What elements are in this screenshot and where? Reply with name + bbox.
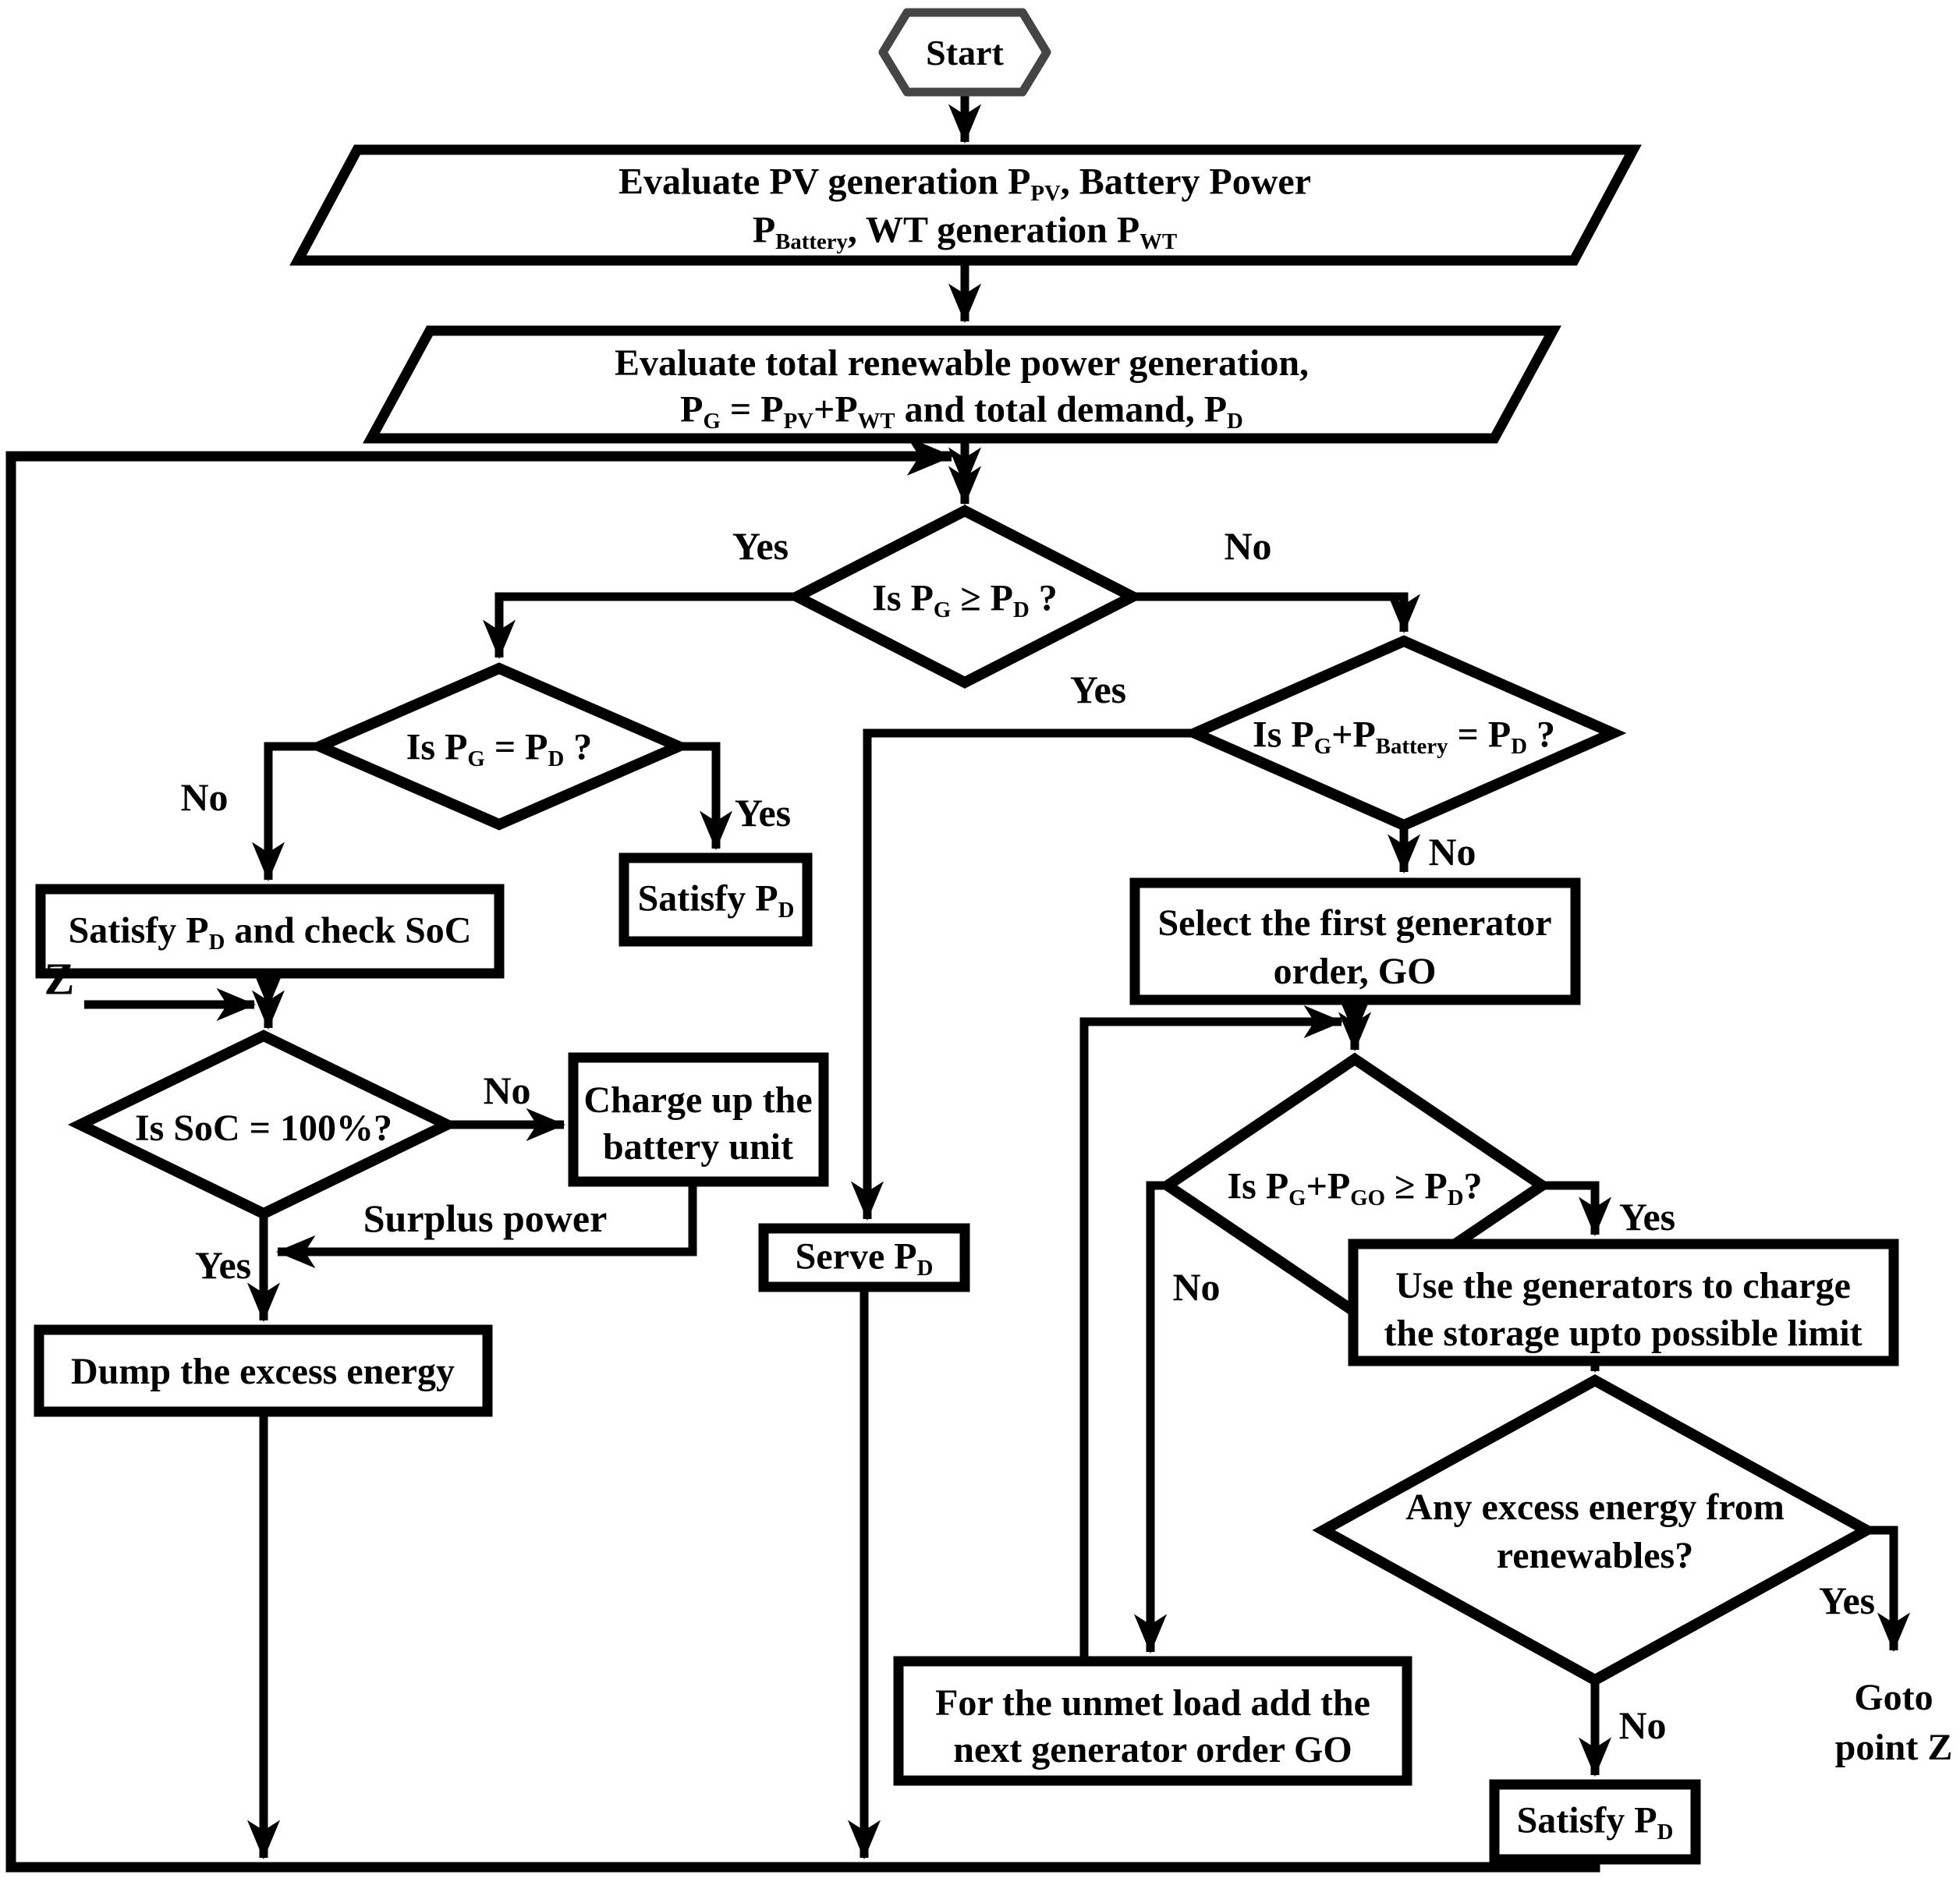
label-d1-no: No — [1224, 523, 1272, 568]
label-d2-yes: Yes — [734, 790, 792, 835]
label-d3-no: No — [1428, 829, 1476, 874]
diamond-pg-batt-eq-pd-label: Is PG+PBattery = PD ? — [1253, 714, 1555, 760]
box-select-go-line2: order, GO — [1273, 950, 1437, 992]
goto-point-z-line1: Goto — [1854, 1676, 1933, 1718]
box-satisfy-check-soc — [35, 884, 505, 979]
box-use-generators-line2: the storage upto possible limit — [1384, 1312, 1863, 1354]
label-surplus-power: Surplus power — [363, 1196, 608, 1240]
eval-total-parallelogram — [363, 325, 1561, 444]
diamond-pg-eq-pd-label: Is PG = PD ? — [406, 726, 593, 772]
box-satisfy-pd-mid — [618, 852, 813, 947]
diamond-pg-pgo-ge-pd-label: Is PG+PGO ≥ PD? — [1227, 1165, 1483, 1211]
box-dump-excess-label: Dump the excess energy — [71, 1350, 455, 1392]
diamond-pg-batt-eq-pd — [1181, 635, 1627, 831]
goto-point-z-line2: point Z — [1834, 1726, 1953, 1768]
start-label: Start — [926, 32, 1004, 73]
box-satisfy-pd-bottom-label: Satisfy PD — [1516, 1799, 1674, 1845]
box-charge-battery-line1: Charge up the — [583, 1079, 813, 1121]
diamond-any-excess — [1312, 1374, 1878, 1686]
box-serve-pd-label: Serve PD — [795, 1235, 934, 1281]
label-d2-no: No — [180, 774, 229, 819]
edge-surplus-power — [275, 1182, 697, 1269]
box-select-go-line1: Select the first generator — [1157, 902, 1552, 944]
diamond-pg-eq-pd — [306, 662, 693, 831]
diamond-pg-ge-pd-label: Is PG ≥ PD ? — [872, 577, 1058, 623]
label-d4-yes: Yes — [194, 1242, 252, 1287]
diamond-any-excess-line2: renewables? — [1496, 1534, 1694, 1576]
edge-d1-yes — [482, 592, 797, 660]
box-satisfy-check-soc-label: Satisfy PD and check SoC — [68, 909, 472, 955]
box-unmet-load — [893, 1656, 1412, 1786]
label-d5-no: No — [1172, 1264, 1221, 1309]
edge-d3-yes — [850, 728, 1195, 1221]
box-use-generators-line1: Use the generators to charge — [1395, 1264, 1851, 1306]
box-unmet-load-line2: next generator order GO — [953, 1728, 1352, 1770]
label-d1-yes: Yes — [732, 523, 789, 568]
eval-total-line2: PG = PPV+PWT and total demand, PD — [680, 388, 1243, 434]
edge-d5-yes — [1542, 1181, 1612, 1237]
diamond-soc-100-label: Is SoC = 100%? — [134, 1107, 393, 1149]
box-satisfy-pd-bottom — [1489, 1779, 1701, 1865]
eval-sources-line2: PBattery, WT generation PWT — [752, 209, 1178, 255]
edge-d2-no — [251, 742, 320, 882]
label-d5-yes: Yes — [1618, 1194, 1676, 1239]
loop-bus-line — [5, 437, 1600, 1873]
eval-sources-line1: Evaluate PV generation PPV, Battery Powe… — [618, 161, 1311, 207]
box-select-go — [1129, 877, 1581, 1005]
start-hexagon — [878, 8, 1051, 97]
diamond-soc-100 — [67, 1030, 460, 1220]
box-charge-battery-line2: battery unit — [603, 1125, 793, 1168]
eval-sources-parallelogram — [289, 144, 1642, 266]
label-d6-yes: Yes — [1818, 1578, 1876, 1622]
box-unmet-load-line1: For the unmet load add the — [935, 1682, 1370, 1724]
edge-d5-no — [1133, 1181, 1168, 1654]
label-d3-yes: Yes — [1069, 667, 1127, 711]
diamond-any-excess-line1: Any excess energy from — [1405, 1486, 1785, 1528]
edge-unmet-feedback — [1079, 1005, 1344, 1661]
diamond-pg-ge-pd — [785, 505, 1145, 689]
edge-d2-yes — [679, 742, 733, 851]
label-d6-no: No — [1618, 1703, 1667, 1747]
box-serve-pd — [758, 1223, 970, 1292]
eval-total-line1: Evaluate total renewable power generatio… — [614, 342, 1310, 384]
edge-d1-no — [1132, 592, 1421, 634]
box-dump-excess — [34, 1324, 493, 1417]
label-d4-no: No — [483, 1068, 531, 1112]
box-charge-battery — [568, 1052, 829, 1187]
label-z-point: Z — [44, 953, 75, 1005]
box-use-generators — [1348, 1239, 1899, 1366]
box-satisfy-pd-mid-label: Satisfy PD — [637, 877, 795, 923]
